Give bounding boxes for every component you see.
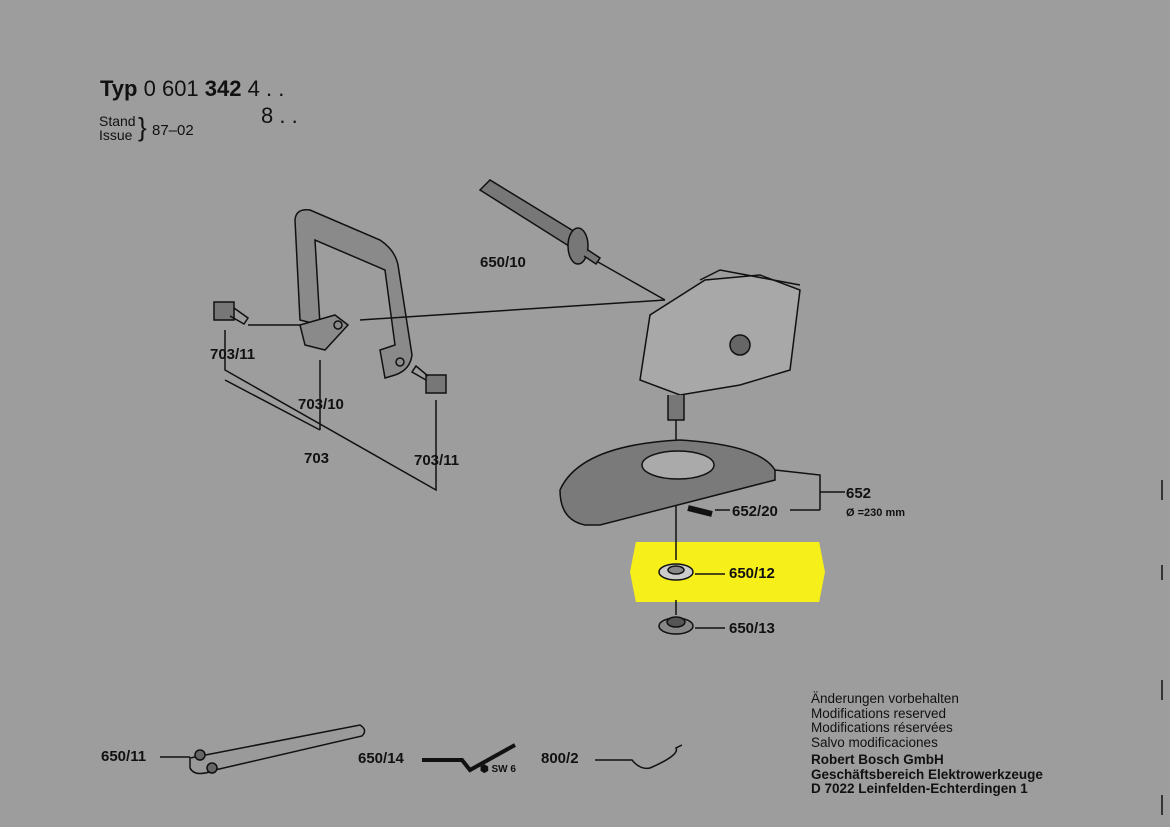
label-703-10: 703/10 xyxy=(298,396,344,413)
flange-650-12 xyxy=(658,563,725,581)
bolt-703-11b xyxy=(410,364,447,394)
note-line-1: Änderungen vorbehalten xyxy=(811,691,959,706)
hex-key-650-14 xyxy=(422,743,516,773)
label-800-2: 800/2 xyxy=(541,750,579,767)
label-650-10: 650/10 xyxy=(480,254,526,271)
notes-block: Änderungen vorbehalten Modifications res… xyxy=(811,691,1043,797)
label-650-12: 650/12 xyxy=(729,565,775,582)
variant-2: 8 . . xyxy=(261,103,298,128)
company-division: Geschäftsbereich Elektrowerkzeuge xyxy=(811,766,1043,782)
note-line-3: Modifications réservées xyxy=(811,720,953,735)
hex-icon: ⬢ xyxy=(480,764,492,775)
variant-1: 4 . . xyxy=(247,76,285,101)
leader-lines-703 xyxy=(224,299,666,492)
label-652-20: 652/20 xyxy=(732,503,778,520)
company-address: D 7022 Leinfelden-Echterdingen 1 xyxy=(811,781,1028,796)
bolt-703-11a xyxy=(213,301,250,325)
sw6-text: SW 6 xyxy=(491,764,516,775)
label-650-14: 650/14 xyxy=(358,750,404,767)
issue-value: 87–02 xyxy=(152,122,194,139)
retaining-clip-800-2 xyxy=(595,744,683,770)
note-line-4: Salvo modificaciones xyxy=(811,734,938,750)
label-sw6: ⬢ SW 6 xyxy=(480,764,516,775)
type-heading: Typ 0 601 342 4 . . xyxy=(100,76,284,102)
nut-650-13 xyxy=(658,616,725,635)
label-703-11a: 703/11 xyxy=(210,346,256,363)
label-652: 652 xyxy=(846,485,872,502)
brace: } xyxy=(138,112,147,142)
side-handle-650-10 xyxy=(478,179,666,301)
typ-number-prefix: 0 601 xyxy=(143,76,199,101)
stand-label: Stand xyxy=(99,113,136,129)
label-703: 703 xyxy=(304,450,330,467)
issue-label: Issue xyxy=(99,127,133,143)
typ-number-main: 342 xyxy=(204,76,242,101)
angle-grinder-body xyxy=(639,269,801,615)
company-name: Robert Bosch GmbH xyxy=(811,752,944,767)
label-652-diameter: Ø =230 mm xyxy=(846,507,906,519)
bow-handle-703-10 xyxy=(294,208,413,379)
typ-label: Typ xyxy=(100,76,138,101)
label-703-11b: 703/11 xyxy=(414,452,460,469)
label-650-11: 650/11 xyxy=(101,748,147,765)
spanner-650-11 xyxy=(160,724,366,775)
label-650-13: 650/13 xyxy=(729,620,775,637)
guard-652 xyxy=(559,439,845,526)
note-line-2: Modifications reserved xyxy=(811,705,947,721)
